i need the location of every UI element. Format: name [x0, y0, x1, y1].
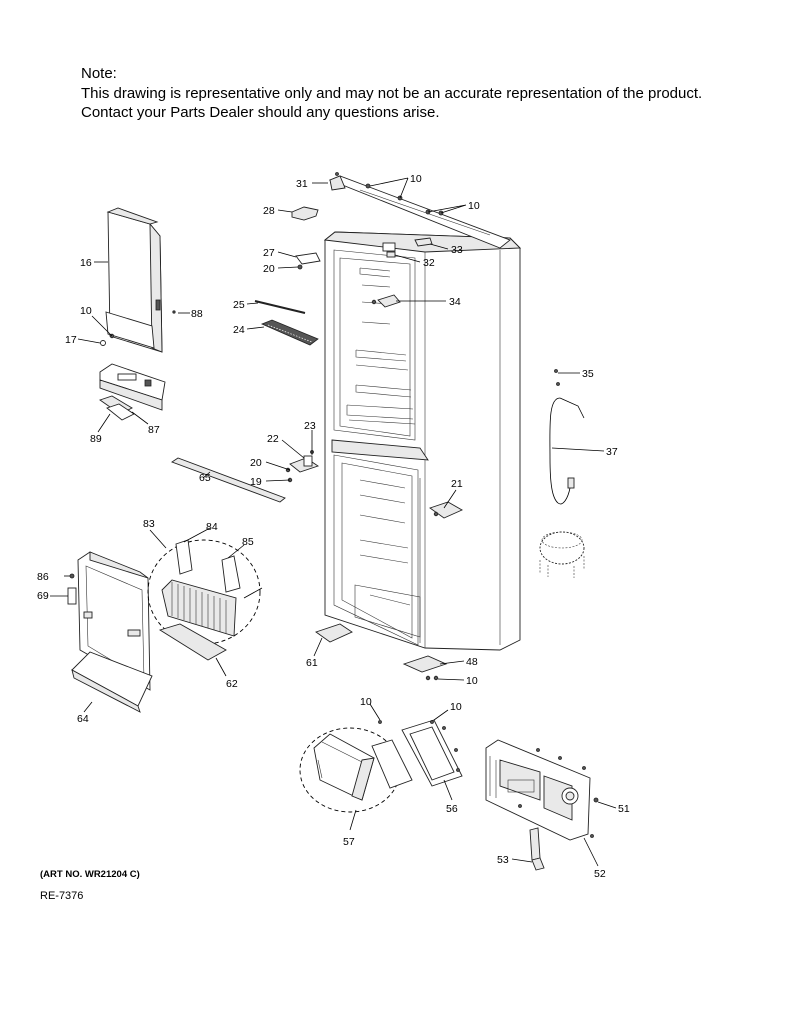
callout-25: 25: [233, 299, 245, 311]
callout-84: 84: [206, 521, 218, 533]
callout-62: 62: [226, 678, 238, 690]
note-heading: Note:: [81, 65, 117, 82]
callout-24: 24: [233, 324, 245, 336]
callout-85: 85: [242, 536, 254, 548]
door-hinge-87-89: [99, 363, 166, 421]
callout-10: 10: [80, 305, 92, 317]
re-number: RE-7376: [40, 890, 84, 902]
callout-48: 48: [466, 656, 478, 668]
callout-10: 10: [410, 173, 422, 185]
part-28-bracket: [291, 206, 319, 221]
callout-88: 88: [191, 308, 203, 320]
callout-10: 10: [360, 696, 372, 708]
callout-20: 20: [250, 457, 262, 469]
frame-56: [378, 719, 463, 787]
callout-53: 53: [497, 854, 509, 866]
callout-52: 52: [594, 868, 606, 880]
control-board-57: [299, 727, 413, 813]
callout-16: 16: [80, 257, 92, 269]
callout-89: 89: [90, 433, 102, 445]
evaporator-84: [147, 539, 263, 661]
callout-27: 27: [263, 247, 275, 259]
callout-19: 19: [250, 476, 262, 488]
callout-21: 21: [451, 478, 463, 490]
callout-31: 31: [296, 178, 308, 190]
callout-83: 83: [143, 518, 155, 530]
part-65-strip: [171, 457, 286, 503]
wiring-37: [549, 369, 585, 505]
callout-35: 35: [582, 368, 594, 380]
callout-33: 33: [451, 244, 463, 256]
part-24-grille: [260, 319, 319, 346]
callout-69: 69: [37, 590, 49, 602]
part-34-light: [371, 294, 401, 308]
callout-22: 22: [267, 433, 279, 445]
refrigerator-cabinet: [323, 231, 522, 651]
disclaimer-note: Note: This drawing is representative onl…: [81, 64, 702, 123]
callout-34: 34: [449, 296, 461, 308]
evaporator-cover-assembly: [67, 551, 153, 713]
drain-tube-53: [529, 827, 545, 871]
callout-64: 64: [77, 713, 89, 725]
part-27-hinge: [295, 252, 321, 270]
note-line-2: Contact your Parts Dealer should any que…: [81, 104, 440, 121]
callout-23: 23: [304, 420, 316, 432]
callout-10: 10: [466, 675, 478, 687]
leader-lines: [50, 177, 617, 867]
callout-65: 65: [199, 472, 211, 484]
callout-numbers: 31 10 10 28 33 27 32 20 34 25 24 16 10 8…: [37, 173, 630, 880]
part-61-bracket: [315, 623, 353, 643]
callout-10: 10: [450, 701, 462, 713]
compressor: [539, 531, 585, 578]
callout-57: 57: [343, 836, 355, 848]
part-48-bracket: [402, 655, 448, 681]
part-25-rod: [254, 300, 306, 314]
part-33-32-sensor: [382, 237, 433, 258]
part-21-hinge: [429, 501, 463, 519]
callout-37: 37: [606, 446, 618, 458]
callout-32: 32: [423, 257, 435, 269]
door-16: [100, 207, 176, 353]
top-cover-31: [328, 172, 511, 249]
callout-17: 17: [65, 334, 77, 346]
callout-28: 28: [263, 205, 275, 217]
callout-86: 86: [37, 571, 49, 583]
callout-87: 87: [148, 424, 160, 436]
middle-hinge-22: [285, 450, 320, 483]
callout-20: 20: [263, 263, 275, 275]
callout-56: 56: [446, 803, 458, 815]
callout-61: 61: [306, 657, 318, 669]
callout-10: 10: [468, 200, 480, 212]
callout-51: 51: [618, 803, 630, 815]
note-line-1: This drawing is representative only and …: [81, 84, 703, 102]
rear-panel-52: [485, 739, 599, 841]
art-number: (ART NO. WR21204 C): [40, 869, 140, 880]
